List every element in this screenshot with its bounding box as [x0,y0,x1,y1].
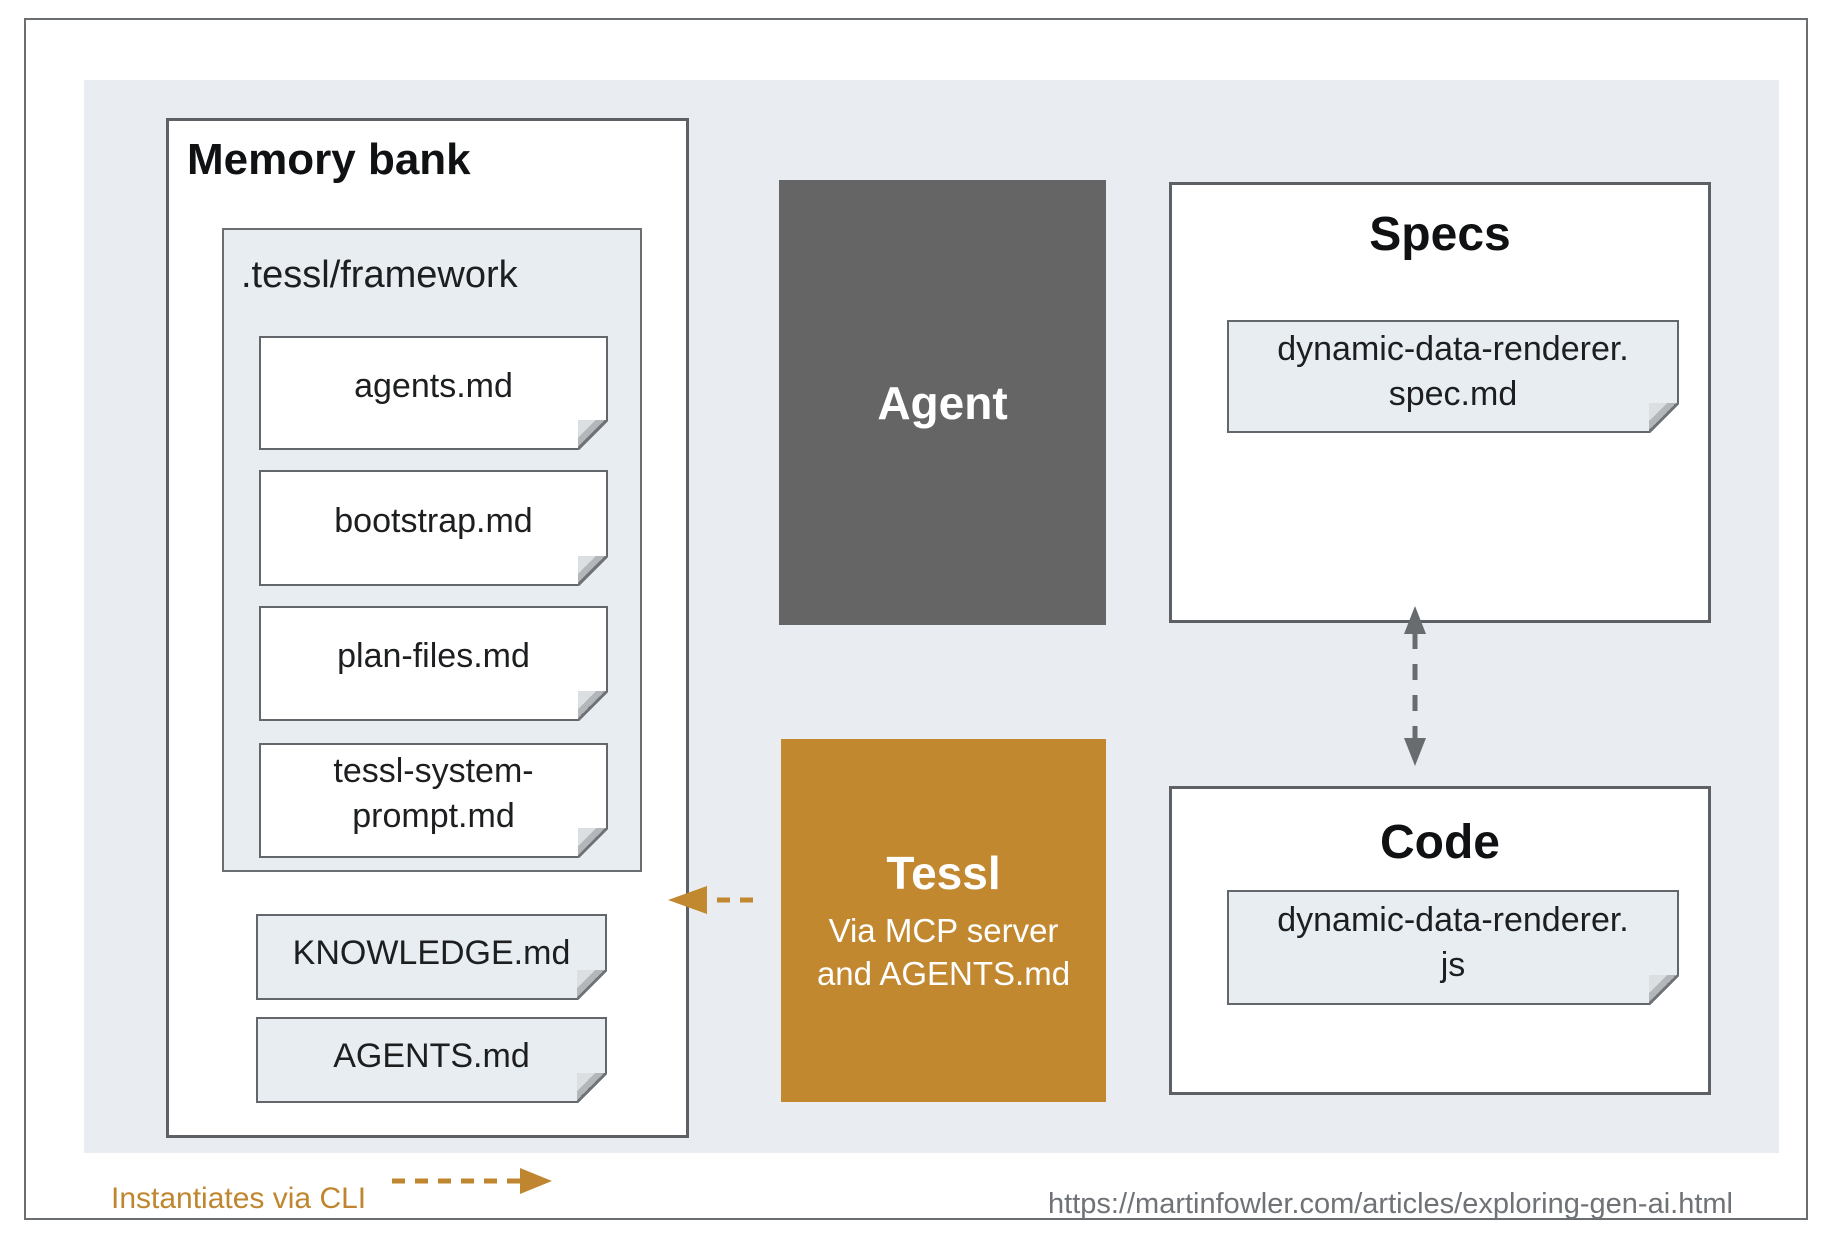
file-card-agents-md-root: AGENTS.md [256,1017,607,1103]
memory-bank-box: Memory bank .tessl/framework agents.md b… [166,118,689,1138]
file-card-js: dynamic-data-renderer. js [1227,890,1679,1005]
file-card-plan-files-md: plan-files.md [259,606,608,721]
tessl-framework-folder: .tessl/framework agents.md bootstrap.md … [222,228,642,872]
agent-label: Agent [877,376,1008,429]
agent-box: Agent [779,180,1106,625]
file-card-bootstrap-md: bootstrap.md [259,470,608,586]
code-title: Code [1380,816,1500,869]
file-card-agents-md: agents.md [259,336,608,450]
outer-frame: Memory bank .tessl/framework agents.md b… [24,18,1808,1220]
tessl-label: Tessl [886,847,1001,900]
source-url: https://martinfowler.com/articles/explor… [1048,1188,1733,1220]
tessl-box: Tessl Via MCP server and AGENTS.md [781,739,1106,1102]
file-card-tessl-system-prompt-md: tessl-system- prompt.md [259,743,608,858]
specs-box: Specs dynamic-data-renderer. spec.md [1169,182,1711,623]
file-card-knowledge-md: KNOWLEDGE.md [256,914,607,1000]
code-box: Code dynamic-data-renderer. js [1169,786,1711,1095]
legend-label: Instantiates via CLI [111,1182,367,1215]
tessl-subtitle: Via MCP server and AGENTS.md [816,912,1071,992]
file-card-spec: dynamic-data-renderer. spec.md [1227,320,1679,433]
specs-title: Specs [1369,208,1511,261]
memory-bank-title: Memory bank [187,135,471,184]
tessl-framework-title: .tessl/framework [241,254,518,296]
